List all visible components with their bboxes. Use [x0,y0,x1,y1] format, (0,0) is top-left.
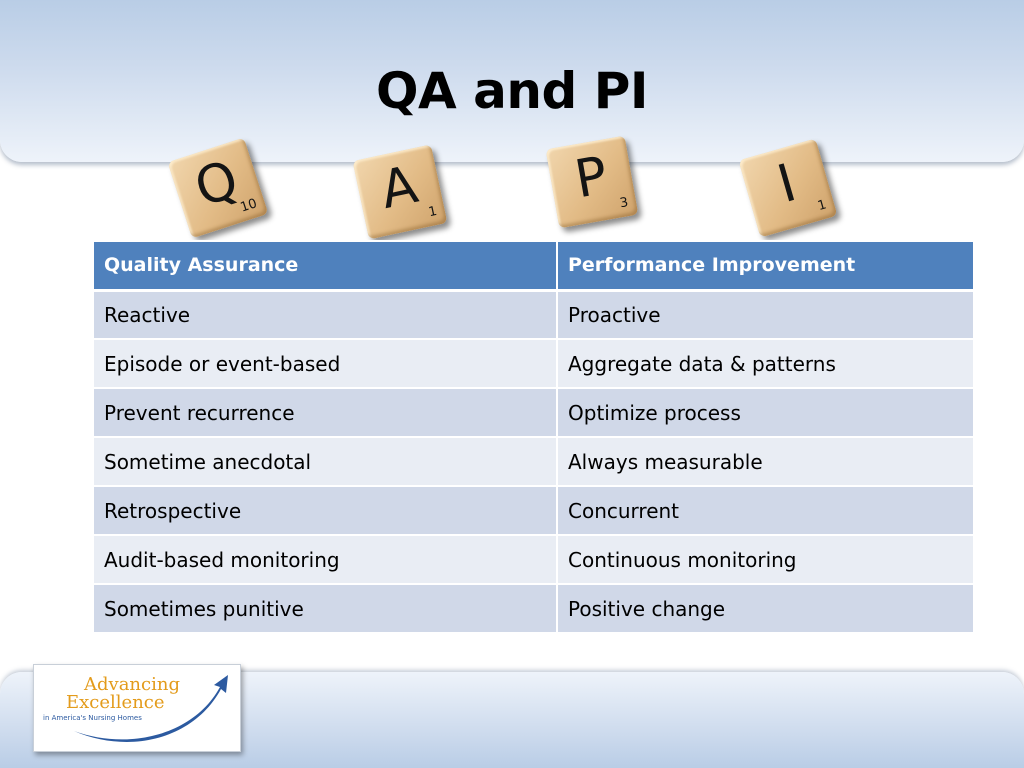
logo-text-excellence: Excellence [66,692,165,713]
logo-tagline: in America's Nursing Homes [43,714,142,722]
header-quality-assurance: Quality Assurance [92,240,558,292]
pi-cell: Positive change [556,583,975,634]
pi-cell: Proactive [556,289,975,340]
advancing-excellence-logo: Advancing Excellence in America's Nursin… [33,664,241,752]
table-row: Sometimes punitive Positive change [92,583,975,634]
qa-cell: Episode or event-based [92,338,558,389]
table-row: Reactive Proactive [92,289,975,340]
header-performance-improvement: Performance Improvement [556,240,975,292]
header-band [0,0,1024,162]
logo-text-advancing: Advancing [84,674,180,695]
qa-cell: Retrospective [92,485,558,536]
slide-title: QA and PI [376,62,648,120]
qa-pi-comparison-table: Quality Assurance Performance Improvemen… [92,240,975,634]
pi-cell: Always measurable [556,436,975,487]
pi-cell: Aggregate data & patterns [556,338,975,389]
qa-cell: Reactive [92,289,558,340]
table-row: Prevent recurrence Optimize process [92,387,975,438]
scrabble-tile-a: A 1 [352,144,448,240]
table-row: Episode or event-based Aggregate data & … [92,338,975,389]
qa-cell: Sometime anecdotal [92,436,558,487]
table-row: Audit-based monitoring Continuous monito… [92,534,975,585]
table-header-row: Quality Assurance Performance Improvemen… [92,240,975,292]
table-row: Retrospective Concurrent [92,485,975,536]
qa-cell: Prevent recurrence [92,387,558,438]
pi-cell: Continuous monitoring [556,534,975,585]
table-row: Sometime anecdotal Always measurable [92,436,975,487]
qa-cell: Sometimes punitive [92,583,558,634]
pi-cell: Optimize process [556,387,975,438]
pi-cell: Concurrent [556,485,975,536]
scrabble-tile-p: P 3 [545,135,639,229]
qa-cell: Audit-based monitoring [92,534,558,585]
